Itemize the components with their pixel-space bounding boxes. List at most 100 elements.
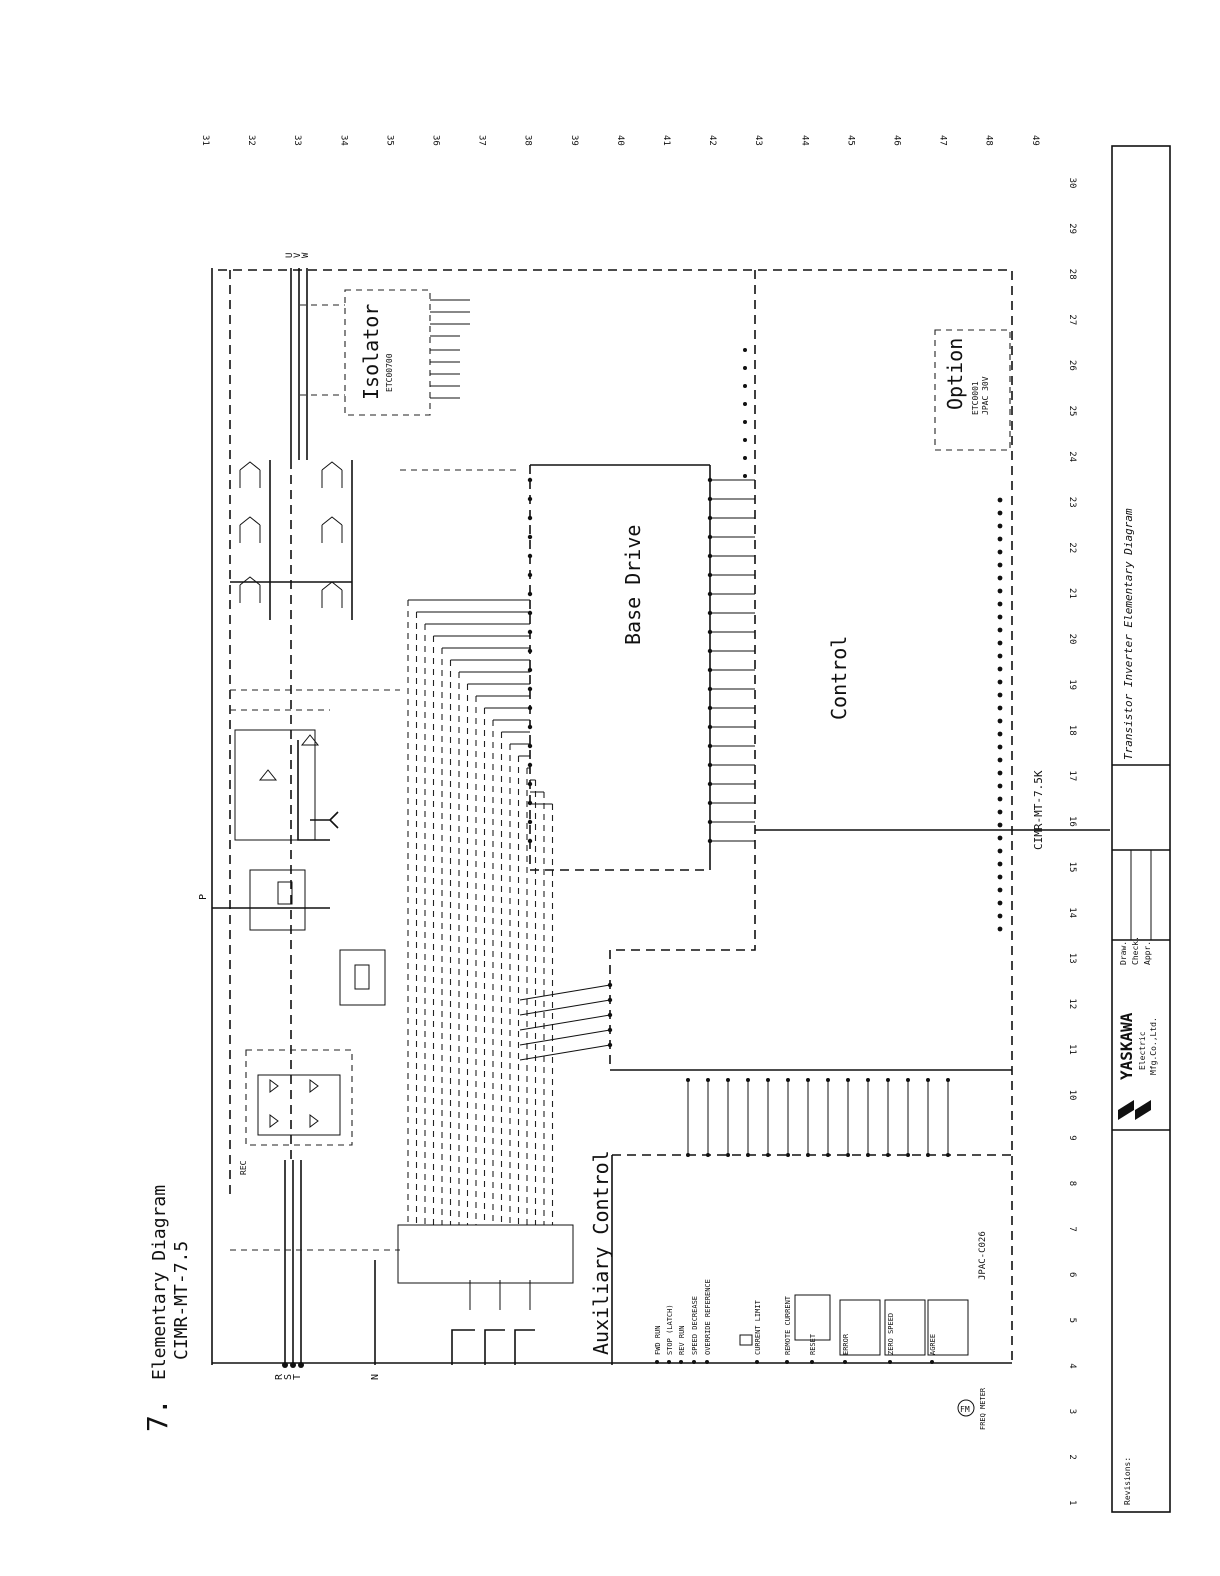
company-name: YASKAWA [1117,1012,1136,1080]
control-pin [997,770,1003,776]
terminal-t: T [292,1374,303,1380]
aux-signal-terminal [692,1360,696,1364]
control-pin [997,874,1003,880]
column-number: 28 [1067,269,1077,280]
aux-pin [766,1153,770,1157]
row-number: 37 [477,135,487,146]
aux-pin [806,1078,810,1082]
column-number: 1 [1067,1500,1077,1505]
terminal-r: R [274,1373,285,1380]
freq-meter: FM FREQ METER [957,1387,987,1430]
main-frame [218,269,1013,1363]
input-terminal-labels: R S T [274,1373,303,1380]
aux-pin [906,1078,910,1082]
base-drive-pins [527,477,755,844]
control-pin [997,523,1003,529]
control-pin [997,614,1003,620]
column-number: 5 [1067,1318,1077,1323]
control-pin [743,474,747,478]
column-number: 25 [1067,406,1077,417]
svg-text:FM: FM [960,1405,970,1414]
control-pin [997,796,1003,802]
row-number: 43 [753,135,763,146]
control-pin [997,640,1003,646]
control-pin [997,601,1003,607]
row-number: 35 [384,135,394,146]
output-terminal-labels: U V W [285,252,311,258]
column-number: 17 [1067,770,1077,781]
control-pin [997,809,1003,815]
aux-signal-label: ERROR [842,1333,850,1355]
aux-pin [726,1078,730,1082]
aux-pin [607,1042,613,1048]
row-number: 31 [200,135,210,146]
aux-pin [607,982,613,988]
base-drive-pin [527,515,533,521]
checked-label: Check. [1131,936,1140,965]
aux-pin [926,1078,930,1082]
transistor-modules [230,460,353,620]
aux-pin [886,1153,890,1157]
control-pin [743,366,747,370]
control-pin [997,653,1003,659]
control-pin [997,926,1003,932]
ribbon-cable [407,599,554,1225]
column-number: 12 [1067,998,1077,1009]
column-number: 6 [1067,1272,1077,1277]
aux-terminal-pins [519,982,950,1157]
row-number: 42 [707,135,717,146]
row-number: 48 [984,135,994,146]
aux-pin [766,1078,770,1082]
column-number: 8 [1067,1181,1077,1186]
row-number: 45 [845,135,855,146]
column-number: 7 [1067,1226,1077,1231]
aux-signal-label: RESET [809,1333,817,1355]
control-label: Control [827,636,851,720]
aux-pin [946,1153,950,1157]
aux-signal-terminal [843,1360,847,1364]
rectifier-bridge: REC [239,1049,353,1175]
aux-signal-label: CURRENT LIMIT [754,1299,762,1355]
base-drive-pin [527,743,533,749]
row-number: 44 [799,135,809,146]
column-number: 19 [1067,679,1077,690]
aux-signal-label: REV RUN [678,1325,686,1355]
aux-wire [519,1029,611,1046]
control-pin [997,887,1003,893]
aux-pin [607,997,613,1003]
base-drive-pin [527,724,533,730]
column-number: 10 [1067,1090,1077,1101]
base-drive-block: Base Drive [529,464,711,871]
control-pin [997,510,1003,516]
aux-pin [686,1078,690,1082]
jpac-label: JPAC-C026 [978,1231,988,1280]
aux-signal-terminal [705,1360,709,1364]
control-pin [743,438,747,442]
base-drive-pin [527,629,533,635]
control-pin [997,627,1003,633]
control-pin [997,575,1003,581]
option-label: Option [943,338,967,410]
option-part-2: JPAC 30V [981,376,990,415]
aux-signal-label: ZERO SPEED [887,1313,895,1355]
control-pin [997,757,1003,763]
aux-signal-terminal [930,1360,934,1364]
control-pin [997,744,1003,750]
output-power-lines [290,268,308,1160]
control-pin [997,822,1003,828]
base-drive-pin [527,610,533,616]
control-pin [743,456,747,460]
control-pin [743,348,747,352]
freq-meter-label: FREQ METER [979,1387,987,1430]
relay-contacts [739,1294,969,1356]
base-drive-pin [527,496,533,502]
option-block: Option ETC0001 JPAC 30V [934,329,1011,451]
company-sub-2: Mfg.Co.,Ltd. [1149,1017,1158,1075]
control-pin [997,718,1003,724]
base-drive-pin [527,667,533,673]
isolator-block: Isolator ETC00700 [344,289,470,416]
column-number: 4 [1067,1363,1077,1368]
control-pin [997,562,1003,568]
